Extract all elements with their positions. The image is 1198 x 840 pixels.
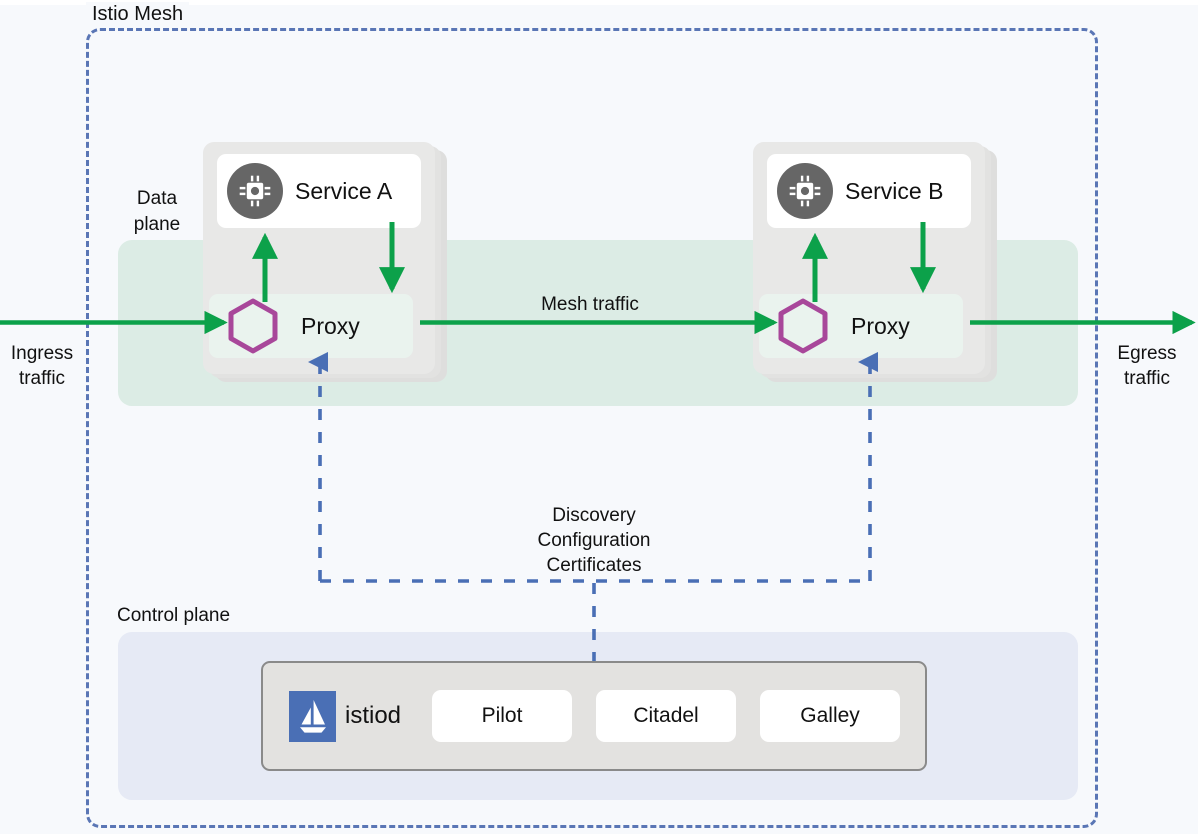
hexagon-icon [775, 298, 831, 354]
istiod-component-galley[interactable]: Galley [760, 690, 901, 742]
ingress-traffic-line1: Ingress [10, 343, 74, 364]
bottom-strip [0, 834, 1198, 840]
service-a-label: Service A [295, 177, 393, 204]
egress-traffic-label: Egress traffic [1105, 341, 1189, 391]
control-flow-line2: Configuration [537, 530, 651, 551]
ingress-traffic-label: Ingress traffic [4, 341, 80, 391]
data-plane-label-line2: plane [133, 214, 181, 235]
service-b-label: Service B [845, 177, 944, 204]
proxy-a-label: Proxy [301, 312, 360, 339]
hexagon-icon [225, 298, 281, 354]
istiod-panel: istiod Pilot Citadel Galley [261, 661, 927, 771]
control-flow-line3: Certificates [546, 555, 642, 576]
control-plane-label: Control plane [117, 605, 231, 626]
istiod-component-galley-label: Galley [800, 704, 860, 727]
proxy-b-box[interactable]: Proxy [759, 294, 963, 358]
istiod-component-pilot[interactable]: Pilot [432, 690, 573, 742]
egress-traffic-line2: traffic [1123, 368, 1171, 389]
istio-mesh-boundary [86, 28, 1098, 828]
pod-service-b: Service B Proxy [753, 142, 997, 382]
pod-service-a: Service A Proxy [203, 142, 447, 382]
proxy-a-box[interactable]: Proxy [209, 294, 413, 358]
data-plane-label-line1: Data [136, 188, 178, 209]
istio-sailboat-icon [289, 690, 336, 742]
istiod-component-pilot-label: Pilot [481, 704, 523, 727]
cpu-chip-icon [227, 163, 283, 219]
data-plane-label: Data plane [118, 186, 196, 238]
cpu-chip-icon [777, 163, 833, 219]
proxy-b-label: Proxy [851, 312, 910, 339]
istio-mesh-title: Istio Mesh [86, 2, 190, 26]
service-a-box[interactable]: Service A [217, 154, 421, 228]
istiod-label: istiod [345, 702, 402, 729]
ingress-traffic-line2: traffic [18, 368, 66, 389]
service-b-box[interactable]: Service B [767, 154, 971, 228]
istiod-brand: istiod [289, 690, 402, 742]
mesh-traffic-label: Mesh traffic [541, 294, 639, 315]
control-flow-label: Discovery Configuration Certificates [474, 503, 714, 578]
egress-traffic-line1: Egress [1117, 343, 1177, 364]
istiod-component-citadel-label: Citadel [633, 704, 699, 727]
istiod-component-citadel[interactable]: Citadel [596, 690, 737, 742]
top-strip [0, 0, 1198, 5]
control-flow-line1: Discovery [552, 505, 636, 526]
